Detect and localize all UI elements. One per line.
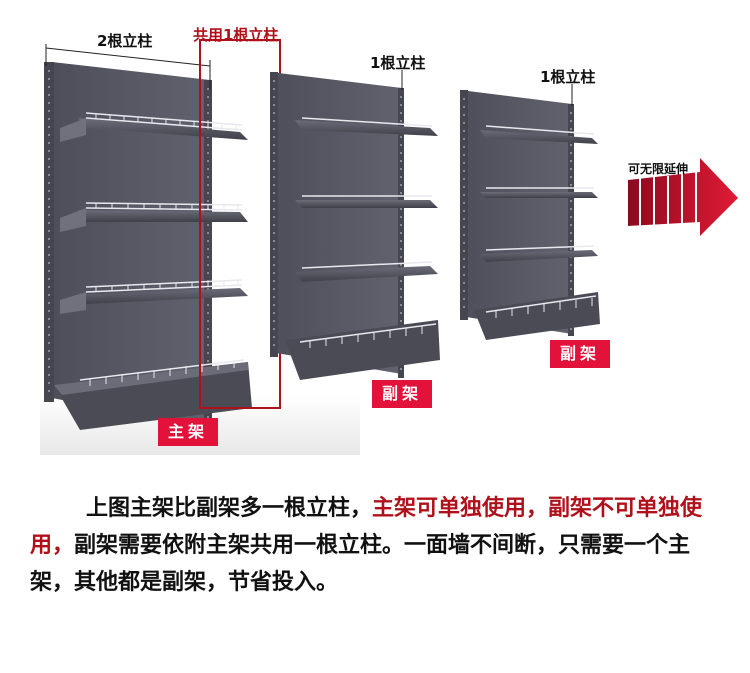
badge-sub-shelf-a: 副架 xyxy=(372,380,433,408)
label-one-post-a: 1根立柱 xyxy=(370,54,426,72)
label-one-post-b: 1根立柱 xyxy=(540,68,596,86)
sub-shelf-b xyxy=(460,90,600,340)
shelf-drawing xyxy=(40,39,738,455)
label-shared-post: 共用1根立柱 xyxy=(193,26,279,44)
desc-part2-red: 主架可单独使用， xyxy=(372,496,549,521)
badge-main-shelf: 主架 xyxy=(158,418,219,446)
sub-shelf-a xyxy=(270,72,440,380)
label-two-posts: 2根立柱 xyxy=(97,32,153,50)
badge-sub-shelf-b: 副架 xyxy=(550,340,611,368)
main-shelf-tier-1 xyxy=(60,112,248,142)
shelf-illustration: 2根立柱 共用1根立柱 1根立柱 1根立柱 可无限延伸 主架 副架 副架 xyxy=(40,26,738,455)
dimension-two-posts xyxy=(45,44,211,90)
main-shelf-tier-3 xyxy=(60,279,248,314)
desc-part1: 上图主架比副架多一根立柱， xyxy=(86,496,373,521)
description-text: 上图主架比副架多一根立柱，主架可单独使用，副架不可单独使用，副架需要依附主架共用… xyxy=(30,490,730,601)
main-shelf-tier-2 xyxy=(60,202,248,232)
desc-part4: 副架需要依附主架共用一根立柱。一面墙不间断，只需要一个主架，其他都是副架，节省投… xyxy=(30,533,691,595)
main-shelf xyxy=(44,62,252,430)
label-extend: 可无限延伸 xyxy=(628,162,689,176)
desc-part3-red: 副架不可单独使用， xyxy=(30,496,703,558)
extend-arrow-icon xyxy=(628,158,738,236)
